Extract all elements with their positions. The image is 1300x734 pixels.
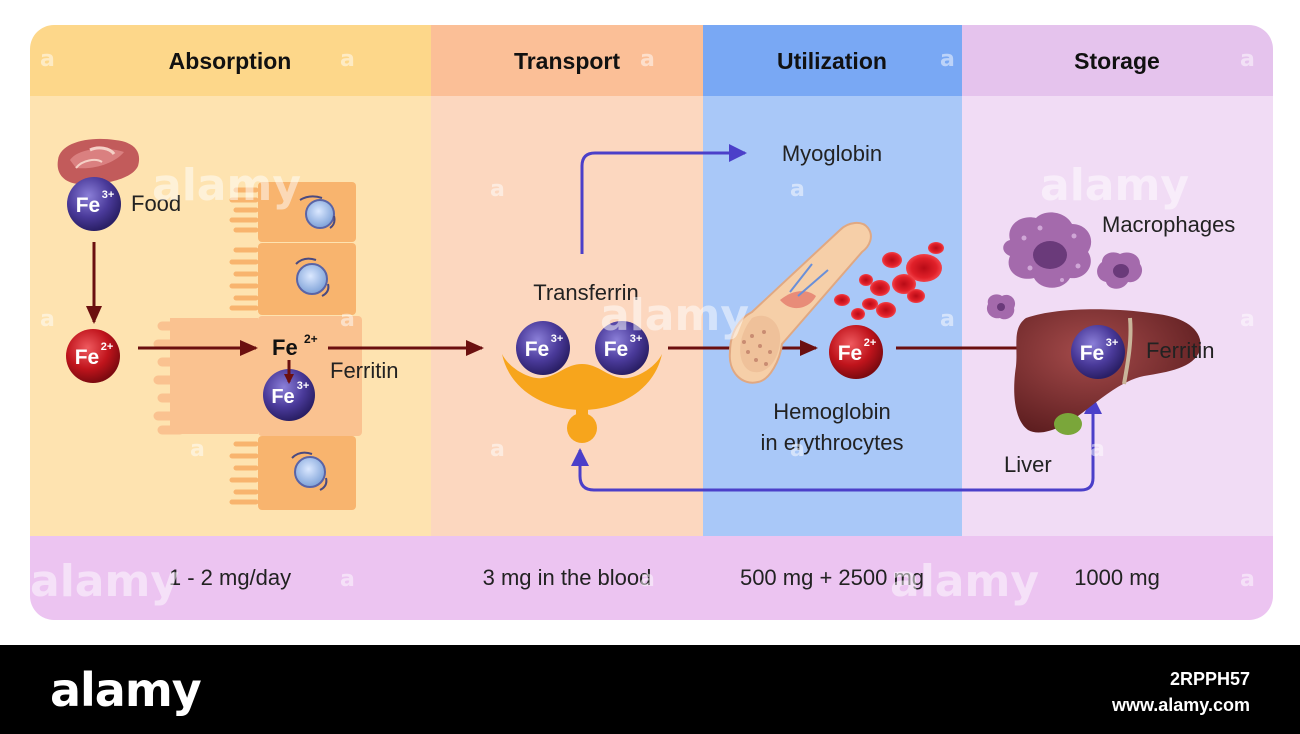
svg-text:Fe: Fe bbox=[271, 386, 294, 408]
label-ferritin-storage: Ferritin bbox=[1146, 338, 1214, 363]
svg-text:2+: 2+ bbox=[101, 341, 114, 353]
svg-text:a: a bbox=[340, 567, 355, 592]
absorption-arrows bbox=[86, 242, 484, 384]
svg-text:alamy: alamy bbox=[890, 556, 1039, 607]
svg-text:a: a bbox=[40, 307, 55, 332]
svg-text:Fe: Fe bbox=[604, 338, 629, 361]
svg-text:Fe: Fe bbox=[525, 338, 550, 361]
stage-amount-absorption: 1 - 2 mg/day bbox=[169, 565, 291, 590]
svg-text:a: a bbox=[190, 437, 205, 462]
svg-text:alamy: alamy bbox=[30, 556, 179, 607]
ion-fe2-utilization: Fe 2+ bbox=[829, 325, 883, 379]
stage-amount-storage: 1000 mg bbox=[1074, 565, 1160, 590]
svg-text:a: a bbox=[940, 307, 955, 332]
svg-text:2+: 2+ bbox=[304, 332, 318, 346]
svg-text:2+: 2+ bbox=[864, 337, 877, 349]
svg-text:a: a bbox=[940, 47, 955, 72]
footer-logo: alamy bbox=[50, 663, 202, 717]
watermarks: alamy alamy alamy alamy alamy a a a a a … bbox=[30, 47, 1255, 607]
label-macrophages: Macrophages bbox=[1102, 212, 1235, 237]
svg-text:a: a bbox=[1240, 307, 1255, 332]
iron-metabolism-diagram: Absorption Transport Utilization Storage… bbox=[30, 25, 1273, 620]
ion-fe3-food: Fe 3+ bbox=[67, 177, 121, 231]
svg-text:a: a bbox=[490, 437, 505, 462]
ion-fe3-transferrin-right: Fe 3+ bbox=[595, 321, 649, 375]
erythrocytes-icon bbox=[834, 242, 944, 320]
label-myoglobin: Myoglobin bbox=[782, 141, 882, 166]
absorption-header-bg bbox=[30, 25, 431, 96]
transport-header-bg bbox=[431, 25, 703, 96]
ion-fe3-ferritin-cell: Fe 3+ bbox=[263, 369, 315, 421]
stage-amount-utilization: 500 mg + 2500 mg bbox=[740, 565, 924, 590]
stage-header-transport: Transport bbox=[514, 48, 620, 74]
footer-url[interactable]: www.alamy.com bbox=[1111, 695, 1250, 715]
svg-text:alamy: alamy bbox=[1040, 160, 1189, 211]
svg-text:a: a bbox=[340, 47, 355, 72]
stage-header-utilization: Utilization bbox=[777, 48, 887, 74]
svg-text:alamy: alamy bbox=[600, 290, 749, 341]
svg-text:Fe: Fe bbox=[838, 342, 863, 365]
transferrin-protein bbox=[502, 354, 662, 443]
footer-image-id: 2RPPH57 bbox=[1169, 669, 1250, 689]
storage-header-bg bbox=[962, 25, 1273, 96]
svg-text:Fe: Fe bbox=[76, 194, 101, 217]
label-ferritin-absorption: Ferritin bbox=[330, 358, 398, 383]
utilization-header-bg bbox=[703, 25, 962, 96]
footer-bar: alamy 2RPPH57 www.alamy.com bbox=[0, 645, 1300, 734]
bone-marrow-icon bbox=[728, 222, 872, 384]
svg-text:a: a bbox=[640, 47, 655, 72]
svg-text:Fe: Fe bbox=[272, 335, 298, 360]
label-transferrin: Transferrin bbox=[533, 280, 639, 305]
stage-amount-transport: 3 mg in the blood bbox=[483, 565, 652, 590]
ion-fe2-cell: Fe 2+ bbox=[272, 332, 318, 360]
label-food: Food bbox=[131, 191, 181, 216]
svg-text:3+: 3+ bbox=[630, 333, 643, 345]
svg-text:3+: 3+ bbox=[297, 380, 310, 392]
label-hemoglobin: Hemoglobin bbox=[773, 399, 890, 424]
transport-panel bbox=[431, 96, 703, 536]
amount-band bbox=[30, 536, 1273, 620]
ion-fe3-transferrin-left: Fe 3+ bbox=[516, 321, 570, 375]
ion-fe2-absorbed: Fe 2+ bbox=[66, 329, 120, 383]
svg-text:a: a bbox=[490, 177, 505, 202]
svg-text:a: a bbox=[790, 437, 805, 462]
svg-text:a: a bbox=[1240, 47, 1255, 72]
svg-text:alamy: alamy bbox=[152, 160, 301, 211]
svg-text:a: a bbox=[1090, 437, 1105, 462]
svg-text:3+: 3+ bbox=[1106, 337, 1119, 349]
stage-header-storage: Storage bbox=[1074, 48, 1160, 74]
svg-text:a: a bbox=[640, 567, 655, 592]
svg-text:3+: 3+ bbox=[551, 333, 564, 345]
stage-header-absorption: Absorption bbox=[169, 48, 292, 74]
svg-text:a: a bbox=[790, 177, 805, 202]
label-liver: Liver bbox=[1004, 452, 1052, 477]
svg-text:3+: 3+ bbox=[102, 189, 115, 201]
svg-text:Fe: Fe bbox=[1080, 342, 1105, 365]
svg-text:a: a bbox=[40, 47, 55, 72]
ion-fe3-storage: Fe 3+ bbox=[1071, 325, 1125, 379]
svg-text:a: a bbox=[1240, 567, 1255, 592]
label-erythrocytes: in erythrocytes bbox=[760, 430, 903, 455]
meat-icon bbox=[57, 138, 140, 185]
svg-text:a: a bbox=[340, 307, 355, 332]
svg-text:Fe: Fe bbox=[75, 346, 100, 369]
macrophages-icon bbox=[986, 212, 1143, 320]
